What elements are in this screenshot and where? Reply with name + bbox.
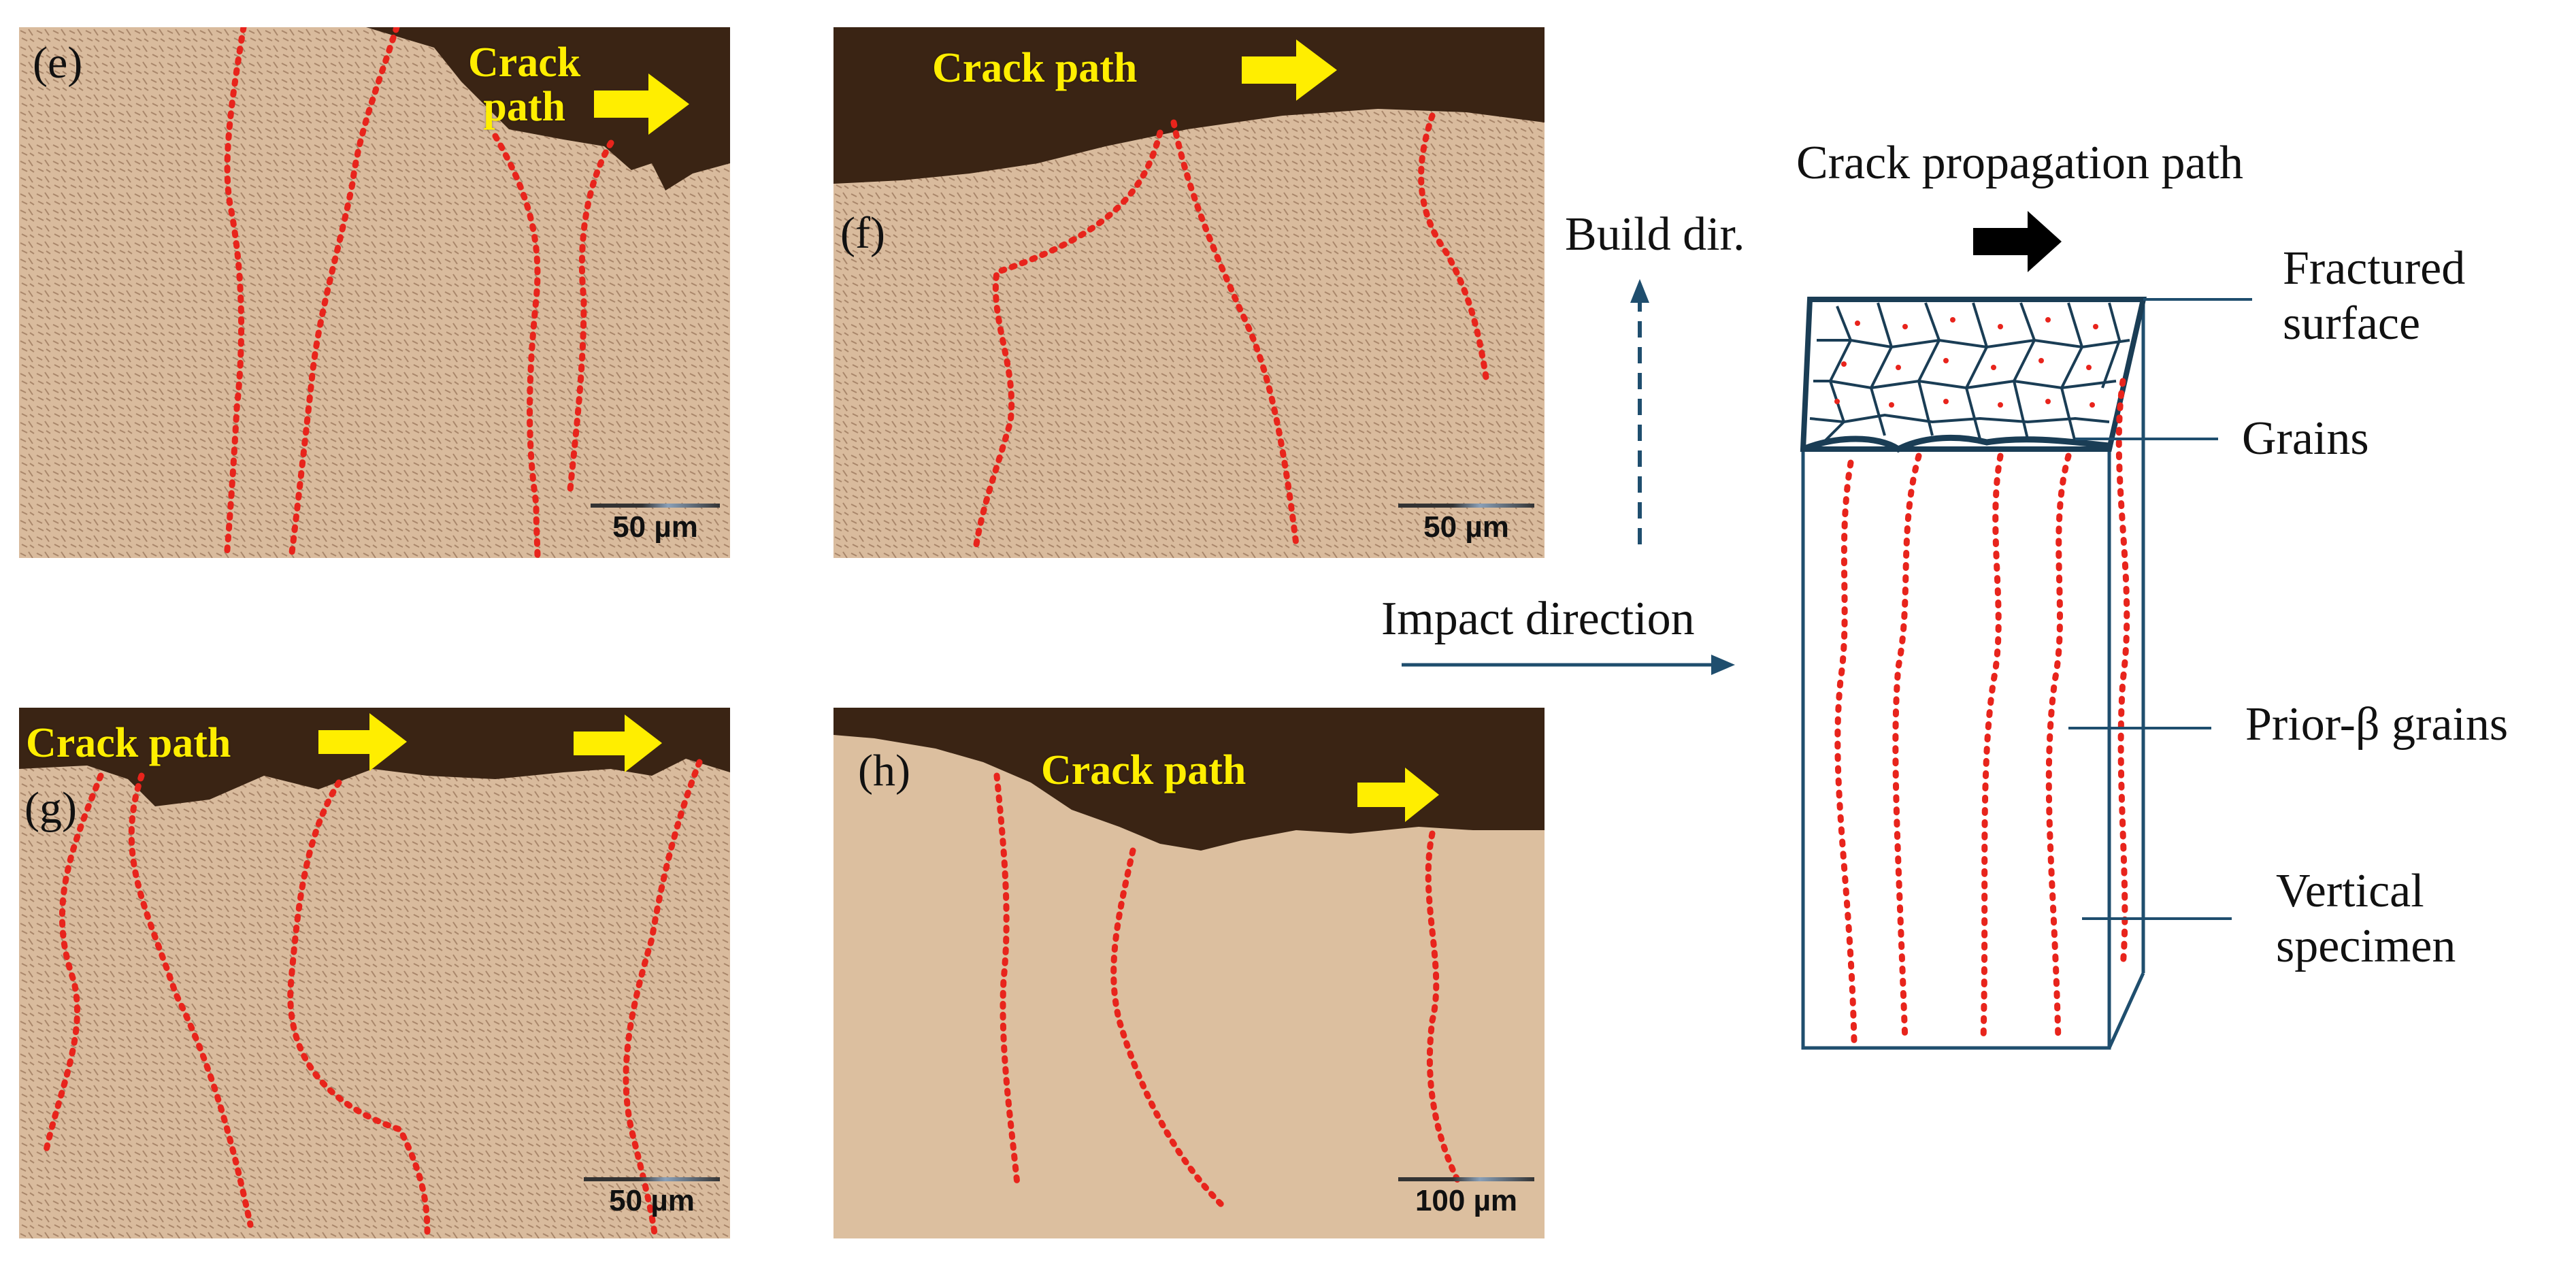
yellow-arrow-icon	[1242, 39, 1337, 101]
scale-bar-label-f: 50 µm	[1423, 510, 1509, 544]
grain-boundaries-h	[993, 772, 1463, 1208]
scale-bar-g: 50 µm	[584, 1177, 720, 1218]
crack-path-label-f: Crack path	[932, 45, 1138, 91]
leader-lines	[2068, 298, 2252, 920]
crack-path-label-h: Crack path	[1041, 747, 1246, 793]
fractured-surface	[1800, 297, 2147, 453]
grain-dots	[1834, 317, 2098, 408]
yellow-arrow-icon	[1357, 768, 1439, 822]
yellow-arrow-icon	[594, 73, 689, 135]
scale-bar-line-e	[591, 504, 720, 508]
grain-boundaries-g	[43, 759, 703, 1238]
crack-propagation-label: Crack propagation path	[1796, 137, 2244, 189]
vertical-specimen-label: Vertical specimen	[2276, 865, 2456, 972]
grain-cells	[1809, 302, 2130, 444]
grain-boundaries-f	[973, 112, 1490, 548]
yellow-arrow-icon	[318, 713, 407, 771]
scale-bar-e: 50 µm	[591, 504, 720, 544]
impact-direction-label: Impact direction	[1381, 593, 1695, 645]
panel-label-e: (e)	[33, 38, 83, 88]
panel-label-g: (g)	[24, 783, 77, 833]
crack-path-label-g: Crack path	[26, 720, 231, 766]
scale-bar-h: 100 µm	[1398, 1177, 1534, 1218]
scale-bar-line-h	[1398, 1177, 1534, 1181]
scale-bar-line-f	[1398, 504, 1534, 508]
fractured-surface-label: Fractured surface	[2283, 242, 2466, 350]
impact-direction-arrow	[1402, 655, 1735, 675]
prior-beta-grains-label: Prior-β grains	[2245, 698, 2509, 751]
micrograph-g-graphic	[19, 708, 730, 1238]
scale-bar-label-g: 50 µm	[609, 1184, 695, 1217]
micrograph-panel-g: Crack path (g) 50 µm	[19, 708, 730, 1238]
grain-boundaries-e	[223, 27, 614, 558]
build-direction-arrow	[1630, 279, 1649, 544]
micrograph-panel-e: (e) Crack path 50 µm	[19, 27, 730, 558]
grains-label: Grains	[2242, 412, 2369, 465]
build-direction-label: Build dir.	[1565, 208, 1745, 261]
yellow-arrow-icon	[574, 714, 662, 772]
prior-beta-grain-boundaries	[1834, 378, 2130, 1045]
scale-bar-label-h: 100 µm	[1415, 1184, 1518, 1217]
black-arrow-icon	[1973, 211, 2062, 272]
crack-path-label-e: Crack path	[468, 39, 581, 131]
scale-bar-f: 50 µm	[1398, 504, 1534, 544]
scale-bar-label-e: 50 µm	[612, 510, 698, 544]
scale-bar-line-g	[584, 1177, 720, 1181]
micrograph-f-graphic	[833, 27, 1545, 558]
micrograph-panel-f: Crack path (f) 50 µm	[833, 27, 1545, 558]
panel-label-f: (f)	[840, 208, 885, 258]
micrograph-panel-h: (h) Crack path 100 µm	[833, 708, 1545, 1238]
panel-label-h: (h)	[858, 746, 910, 795]
